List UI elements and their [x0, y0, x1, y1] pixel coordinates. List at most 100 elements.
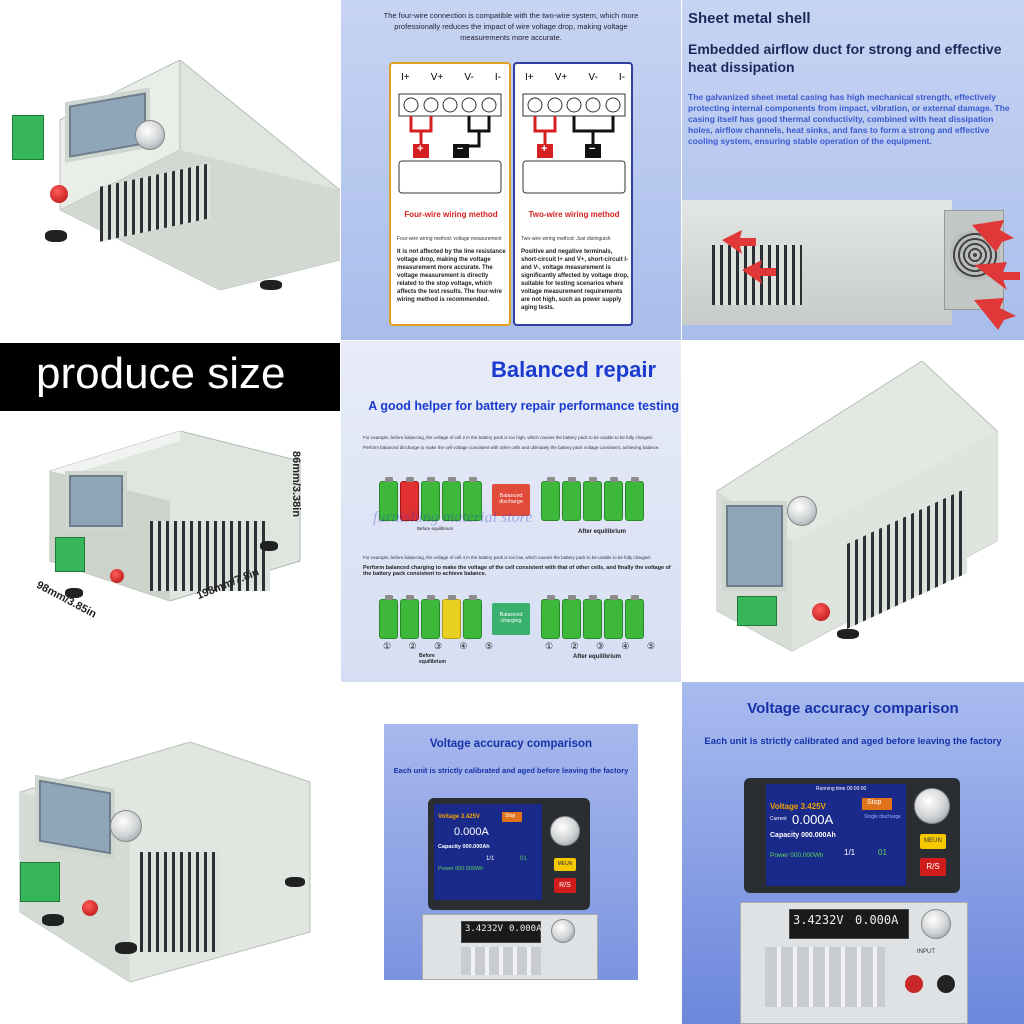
product-photo-front-angle — [0, 0, 340, 340]
stop-label: Stop — [867, 799, 882, 806]
product-photo-right-angle — [682, 341, 1024, 682]
two-wire-desc: Positive and negative terminals, short-c… — [521, 249, 629, 311]
shell-title: Sheet metal shell — [688, 10, 811, 27]
terminal-label: V+ — [554, 72, 568, 83]
meun-button[interactable]: MEUN — [920, 834, 946, 849]
before-label: Before equilibrium — [417, 526, 454, 531]
terminal-label: V- — [588, 72, 598, 83]
two-wire-subtitle: Two-wire wiring method: Just distinguish — [521, 236, 611, 242]
accuracy-subtitle: Each unit is strictly calibrated and age… — [704, 736, 1002, 747]
accuracy-panel-small: Voltage accuracy comparison Each unit is… — [384, 724, 638, 980]
balance-panel: Balanced repair A good helper for batter… — [341, 341, 681, 682]
load-current-readout: 0.000A — [855, 913, 899, 927]
size-banner-text: produce size — [36, 349, 286, 398]
cell-number: ③ — [595, 641, 605, 651]
keypad — [765, 947, 885, 1007]
rotary-knob[interactable] — [110, 810, 142, 842]
electronic-load: 3.4232V 0.000A INPUT — [740, 902, 968, 1024]
foot — [65, 588, 83, 598]
load-knob[interactable] — [921, 909, 951, 939]
four-wire-card: I+ V+ V- I- + − Four-wire wiring method … — [389, 62, 511, 326]
load-display — [461, 921, 541, 943]
before-label: Before equilibrium — [419, 653, 446, 665]
wiring-headline: The four-wire connection is compatible w… — [383, 11, 639, 42]
input-terminal-pos[interactable] — [905, 975, 923, 993]
balanced-charging-box — [492, 603, 530, 635]
load-display — [789, 909, 909, 939]
foot — [260, 280, 282, 290]
battery-cell — [379, 477, 398, 521]
cell-number: ① — [545, 641, 554, 651]
balanced-discharge-box — [492, 484, 530, 516]
rotary-knob[interactable] — [787, 496, 817, 526]
current-readout: 0.000A — [454, 826, 489, 838]
accuracy-title: Voltage accuracy comparison — [747, 700, 959, 717]
battery-cell — [463, 595, 482, 639]
power-readout: Power 000.000Wh — [438, 866, 484, 872]
electronic-load: 3.4232V 0.000A — [422, 914, 598, 980]
lcd-display: Voltage 3.425V 0.000A Capacity 000.000Ah… — [434, 804, 542, 900]
shell-subtitle: Embedded airflow duct for strong and eff… — [688, 41, 1002, 75]
step-readout: 01 — [520, 856, 527, 862]
balance-subtitle: A good helper for battery repair perform… — [368, 399, 679, 413]
power-button[interactable] — [812, 603, 830, 621]
battery-cell — [400, 595, 419, 639]
input-label: INPUT — [917, 949, 935, 955]
size-panel: produce size 86mm/3.38in 98mm/3.85in 198… — [0, 341, 340, 682]
airflow-arrows — [722, 220, 1020, 330]
cell-number: ④ — [621, 641, 630, 651]
power-button[interactable] — [110, 569, 124, 583]
battery-cell — [421, 477, 440, 521]
example1b-text: Perform balanced discharge to make the c… — [363, 445, 660, 450]
battery-cell — [421, 595, 440, 639]
product-photo-low-angle — [0, 682, 340, 1024]
terminal-label: I- — [618, 72, 625, 83]
cell-number: ⑤ — [484, 641, 493, 651]
rotary-knob[interactable] — [135, 120, 165, 150]
rotary-knob[interactable] — [914, 788, 950, 824]
number-row: ① ② ③ ④ ⑤ — [383, 641, 493, 652]
meun-button[interactable]: MEUN — [554, 858, 576, 871]
terminal-labels: I+ V+ V- I- — [525, 72, 625, 83]
accuracy-panel-large: Voltage accuracy comparison Each unit is… — [682, 682, 1024, 1024]
foot — [837, 629, 859, 639]
lcd-screen — [65, 471, 127, 531]
after-label: After equilibrium — [573, 654, 622, 660]
four-wire-subtitle: Four-wire wiring method: voltage measure… — [397, 236, 502, 242]
battery-cell — [604, 477, 623, 521]
rotary-knob[interactable] — [550, 816, 580, 846]
terminal-label: V+ — [430, 72, 444, 83]
battery-cell — [583, 595, 602, 639]
cell-number: ③ — [433, 641, 443, 651]
minus-sign: − — [457, 143, 464, 155]
battery-cell — [541, 595, 560, 639]
watermark: furnishing material store — [373, 509, 533, 526]
rs-button[interactable]: R/S — [554, 878, 576, 893]
plus-sign: + — [541, 143, 548, 155]
power-button[interactable] — [82, 900, 98, 916]
shell-desc: The galvanized sheet metal casing has hi… — [688, 92, 1010, 146]
four-wire-desc: It is not affected by the line resistanc… — [397, 249, 506, 303]
rs-button[interactable]: R/S — [920, 858, 946, 876]
step-readout: 01 — [878, 848, 887, 857]
capacity-readout: Capacity 000.000Ah — [438, 844, 490, 850]
lcd-screen — [722, 501, 787, 591]
power-readout: Power 000.000Wh — [770, 852, 824, 859]
current-label: Current — [770, 816, 787, 822]
battery-cell — [625, 477, 644, 521]
cell-number: ② — [408, 641, 417, 651]
battery-cell — [583, 477, 602, 521]
balanced-discharge-label: Balanced discharge — [499, 493, 523, 505]
two-wire-card: I+ V+ V- I- + − Two-wire wiring method T… — [513, 62, 633, 326]
accuracy-title: Voltage accuracy comparison — [429, 738, 593, 750]
balance-title: Balanced repair — [491, 357, 657, 382]
power-button[interactable] — [50, 185, 68, 203]
battery-cell-low — [442, 595, 461, 639]
stop-badge — [502, 812, 522, 822]
stop-badge — [862, 798, 892, 810]
minus-sign: − — [589, 143, 596, 155]
input-terminal-neg[interactable] — [937, 975, 955, 993]
capacity-readout: Capacity 000.000Ah — [770, 832, 836, 839]
load-knob[interactable] — [551, 919, 575, 943]
device-body — [12, 59, 340, 291]
